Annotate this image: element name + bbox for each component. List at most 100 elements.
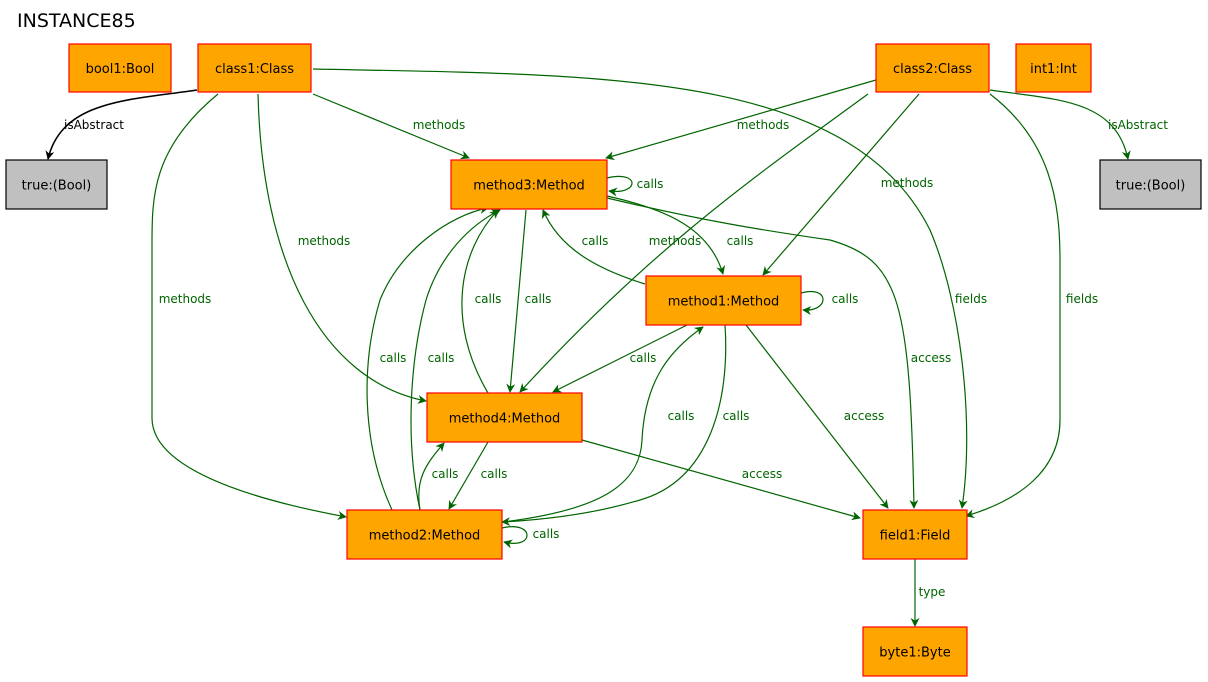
edge-class1-methods-method3: methods (312, 93, 470, 160)
edge-line (606, 175, 633, 197)
node-class2[interactable]: class2:Class (875, 43, 990, 93)
edge-line (151, 93, 347, 520)
edge-line (605, 79, 877, 161)
edge-label: calls (428, 351, 455, 365)
edge-label: calls (630, 351, 657, 365)
edge-line (366, 205, 489, 511)
node-box (862, 509, 968, 560)
edge-line (418, 442, 445, 511)
node-method4[interactable]: method4:Method (426, 392, 583, 443)
node-method3[interactable]: method3:Method (450, 159, 608, 210)
edge-line (581, 439, 861, 521)
node-method1[interactable]: method1:Method (645, 275, 802, 326)
edge-method1-calls-method4: calls (552, 324, 688, 393)
node-label: true:(Bool) (1116, 179, 1186, 194)
edge-method1-calls-method2: calls (501, 324, 750, 527)
node-label: method1:Method (668, 295, 780, 310)
edge-line (800, 290, 824, 316)
edge-class1-fields-field1: fields (312, 68, 987, 509)
edge-line (542, 209, 646, 285)
edge-line (552, 324, 688, 393)
edge-method2-calls-method3: calls (410, 209, 501, 511)
node-bool1[interactable]: bool1:Bool (68, 43, 172, 93)
edge-line (606, 197, 919, 509)
edge-line (965, 93, 1061, 519)
edge-class2-fields-field1: fields (965, 93, 1098, 519)
node-box (346, 509, 503, 560)
node-field1[interactable]: field1:Field (862, 509, 968, 560)
node-method2[interactable]: method2:Method (346, 509, 503, 560)
edge-method1-access-field1: access (745, 324, 889, 509)
node-true2[interactable]: true:(Bool) (1099, 159, 1202, 210)
edge-label: access (911, 351, 951, 365)
edge-label: calls (727, 234, 754, 248)
edge-class2-isAbstract-true2: isAbstract (989, 89, 1168, 160)
edge-method1-calls-method1: calls (800, 290, 859, 316)
edge-label: calls (525, 292, 552, 306)
edge-class1-methods-method2: methods (151, 93, 347, 520)
edge-method3-calls-method1: calls (606, 195, 754, 275)
edge-label: methods (298, 234, 351, 248)
node-box (426, 392, 583, 443)
edge-line (312, 68, 968, 509)
node-label: class2:Class (893, 62, 972, 77)
edge-line (989, 89, 1131, 160)
edge-label: fields (1066, 292, 1098, 306)
edge-line (312, 93, 470, 160)
edge-method2-calls-method2: calls (501, 526, 560, 549)
node-label: method2:Method (369, 529, 481, 544)
edge-method3-calls-method4: calls (506, 209, 552, 393)
edge-line (461, 209, 499, 394)
edge-line (501, 526, 528, 549)
edge-method3-access-field1: access (606, 197, 951, 509)
edge-method4-access-field1: access (581, 439, 861, 521)
node-int1[interactable]: int1:Int (1015, 43, 1092, 93)
edge-label: calls (533, 527, 560, 541)
edge-label: calls (832, 292, 859, 306)
node-box (68, 43, 172, 93)
edge-label: type (919, 585, 946, 599)
edge-line (448, 441, 489, 510)
edge-label: calls (668, 409, 695, 423)
node-byte1[interactable]: byte1:Byte (862, 626, 968, 677)
node-label: bool1:Bool (86, 62, 155, 77)
node-box (5, 159, 108, 210)
edge-class2-methods-method1: methods (762, 93, 933, 276)
edge-line (257, 93, 427, 404)
edge-line (506, 209, 527, 393)
node-box (862, 626, 968, 677)
edge-line (410, 209, 501, 511)
edge-line (45, 89, 198, 160)
node-label: field1:Field (880, 529, 951, 544)
edge-label: calls (723, 409, 750, 423)
edge-label: fields (955, 292, 987, 306)
edge-method2-calls-method3: calls (366, 205, 489, 511)
node-label: method3:Method (473, 179, 585, 194)
edge-line (501, 324, 727, 527)
edge-class2-methods-method3: methods (605, 79, 877, 161)
edge-field1-type-byte1: type (910, 559, 946, 627)
edge-class1-methods-method4: methods (257, 93, 427, 404)
edge-line (606, 195, 726, 275)
edge-label: methods (159, 292, 212, 306)
edge-method4-calls-method3: calls (461, 209, 502, 394)
edge-label: methods (649, 234, 702, 248)
edge-label: methods (413, 118, 466, 132)
edge-label: calls (475, 292, 502, 306)
edge-label: calls (380, 351, 407, 365)
node-label: byte1:Byte (879, 646, 950, 661)
edge-label: calls (637, 177, 664, 191)
node-label: true:(Bool) (22, 179, 92, 194)
node-box (1099, 159, 1202, 210)
node-true1[interactable]: true:(Bool) (5, 159, 108, 210)
edge-line (762, 93, 920, 276)
node-class1[interactable]: class1:Class (197, 43, 312, 93)
diagram-title: INSTANCE85 (17, 10, 136, 32)
edge-method1-calls-method3: calls (542, 209, 646, 285)
node-label: method4:Method (449, 412, 561, 427)
edge-line (745, 324, 889, 509)
edge-label: calls (481, 467, 508, 481)
edge-label: isAbstract (1108, 118, 1168, 132)
edge-label: access (742, 467, 782, 481)
node-box (1015, 43, 1092, 93)
